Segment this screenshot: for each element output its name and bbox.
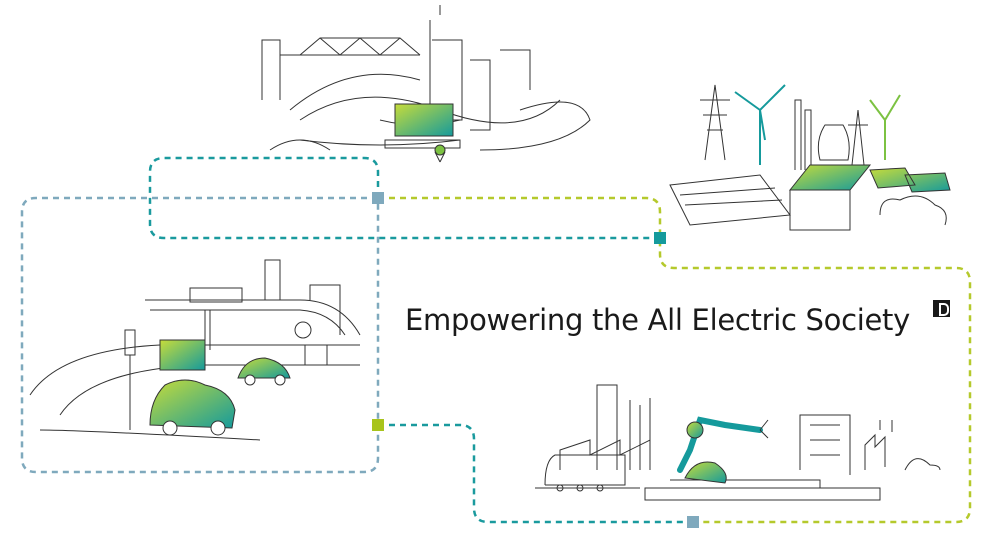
teal-dashed-line xyxy=(148,156,660,240)
node-square-lime xyxy=(372,419,384,431)
brand-logo-icon xyxy=(933,300,950,317)
bluegray-dashed-line xyxy=(20,196,380,474)
node-square-teal xyxy=(654,232,666,244)
node-square-bluegray xyxy=(372,192,384,204)
energy-generation-illustration xyxy=(669,84,951,231)
teal-dashed-line-lower xyxy=(378,423,693,524)
industry-illustration xyxy=(535,384,941,501)
headline-title: Empowering the All Electric Society xyxy=(405,303,910,337)
node-square-bluegray-bottom xyxy=(687,516,699,528)
e-mobility-illustration xyxy=(29,259,361,441)
smart-city-illustration xyxy=(261,5,591,163)
lime-dashed-line xyxy=(378,196,972,524)
